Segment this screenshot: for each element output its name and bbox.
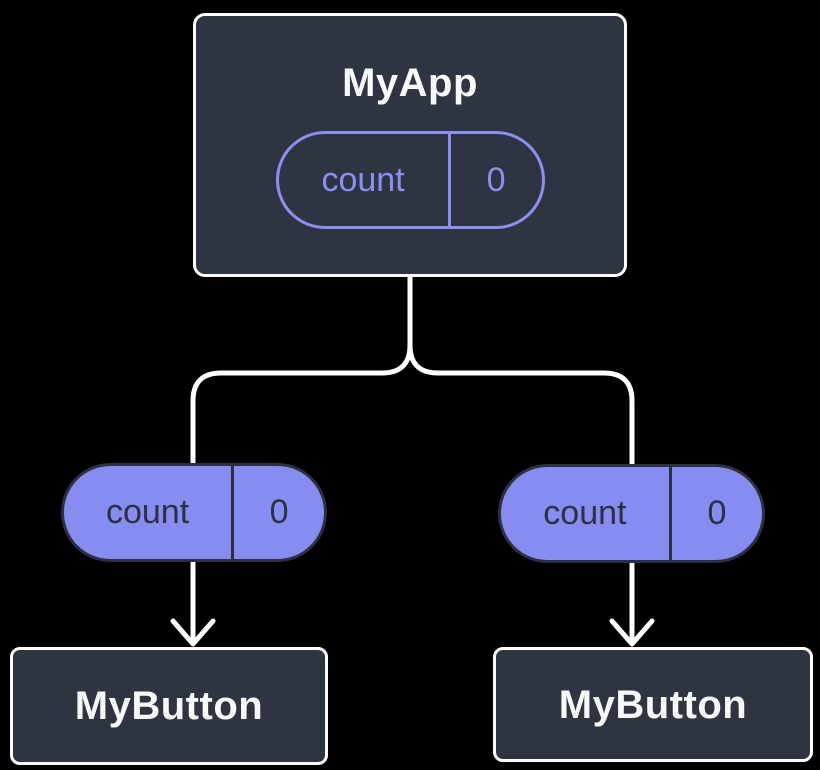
- state-pill-label: count: [321, 160, 405, 199]
- left-mybutton-node: MyButton: [10, 647, 328, 765]
- state-pill-value: 0: [447, 134, 542, 226]
- right-arrowhead-icon: [609, 618, 655, 647]
- right-mybutton-node: MyButton: [493, 647, 813, 762]
- right-prop-pill-label: count: [543, 494, 627, 532]
- trunk-right-branch-line: [407, 273, 635, 470]
- myapp-state-pill: count 0: [275, 131, 545, 229]
- left-prop-pill: count 0: [61, 463, 327, 562]
- left-prop-pill-value: 0: [231, 466, 324, 559]
- right-prop-pill: count 0: [498, 464, 765, 563]
- right-mybutton-title: MyButton: [558, 682, 748, 727]
- right-prop-pill-value: 0: [668, 467, 762, 560]
- left-mybutton-title: MyButton: [74, 684, 264, 728]
- myapp-node-title: MyApp: [342, 61, 478, 105]
- trunk-left-branch-line: [190, 273, 413, 470]
- left-prop-pill-label: count: [105, 493, 190, 531]
- myapp-node: MyApp count 0: [193, 13, 627, 277]
- left-arrowhead-icon: [170, 618, 216, 647]
